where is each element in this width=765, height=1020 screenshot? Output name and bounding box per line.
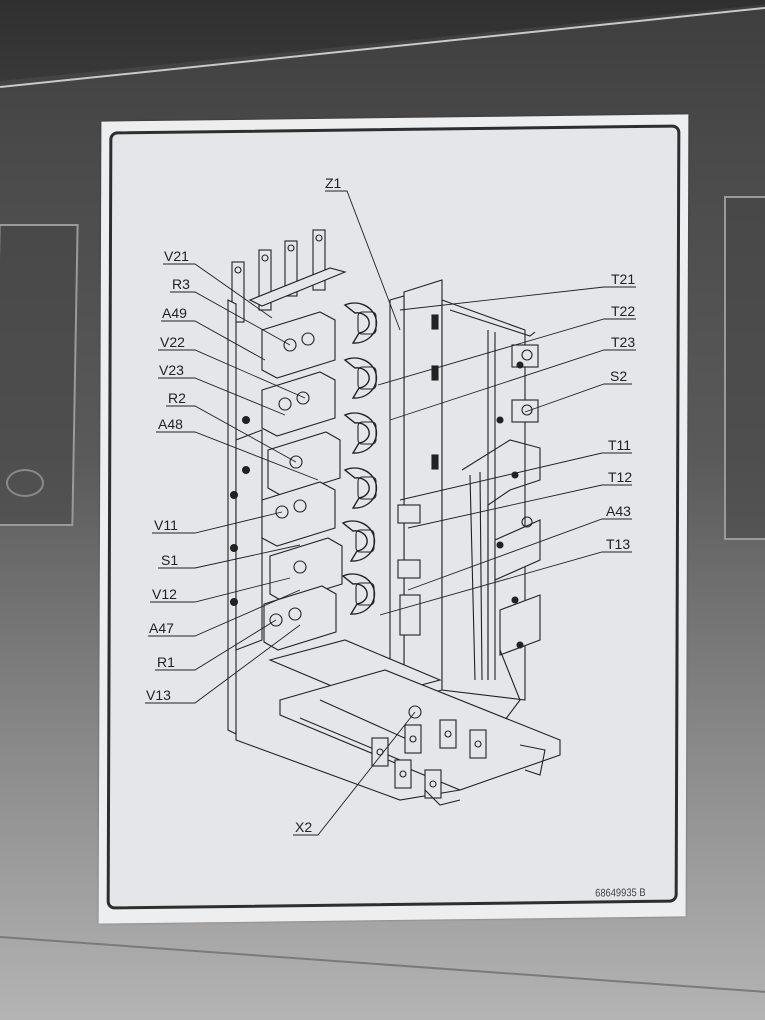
callout-T23: T23 [611, 334, 635, 350]
callout-A48: A48 [158, 416, 183, 432]
callout-V23: V23 [159, 362, 184, 378]
assembly-line-art [227, 229, 561, 806]
callout-V13: V13 [146, 687, 171, 703]
callout-A43: A43 [606, 503, 631, 519]
callout-X2: X2 [295, 819, 312, 835]
callout-Z1: Z1 [325, 175, 342, 191]
callout-labels: Z1 V21 R3 A49 V22 V23 R2 A48 V11 S1 V12 … [146, 175, 635, 835]
callout-S2: S2 [610, 368, 627, 384]
callout-T22: T22 [611, 303, 635, 319]
callout-R3: R3 [172, 276, 190, 292]
left-panel-hole [6, 469, 44, 497]
callout-T12: T12 [608, 469, 632, 485]
callout-R1: R1 [157, 654, 175, 670]
callout-leader-lines [145, 190, 636, 836]
callout-T11: T11 [608, 437, 631, 453]
callout-S1: S1 [161, 552, 178, 568]
right-panel-cutout [724, 196, 765, 540]
callout-V11: V11 [154, 517, 178, 533]
callout-V12: V12 [152, 586, 177, 602]
callout-T13: T13 [606, 536, 630, 552]
callout-V21: V21 [164, 248, 189, 264]
callout-R2: R2 [168, 390, 186, 406]
callout-A47: A47 [149, 620, 174, 636]
callout-T21: T21 [611, 271, 635, 287]
callout-V22: V22 [160, 334, 185, 350]
callout-A49: A49 [162, 305, 187, 321]
